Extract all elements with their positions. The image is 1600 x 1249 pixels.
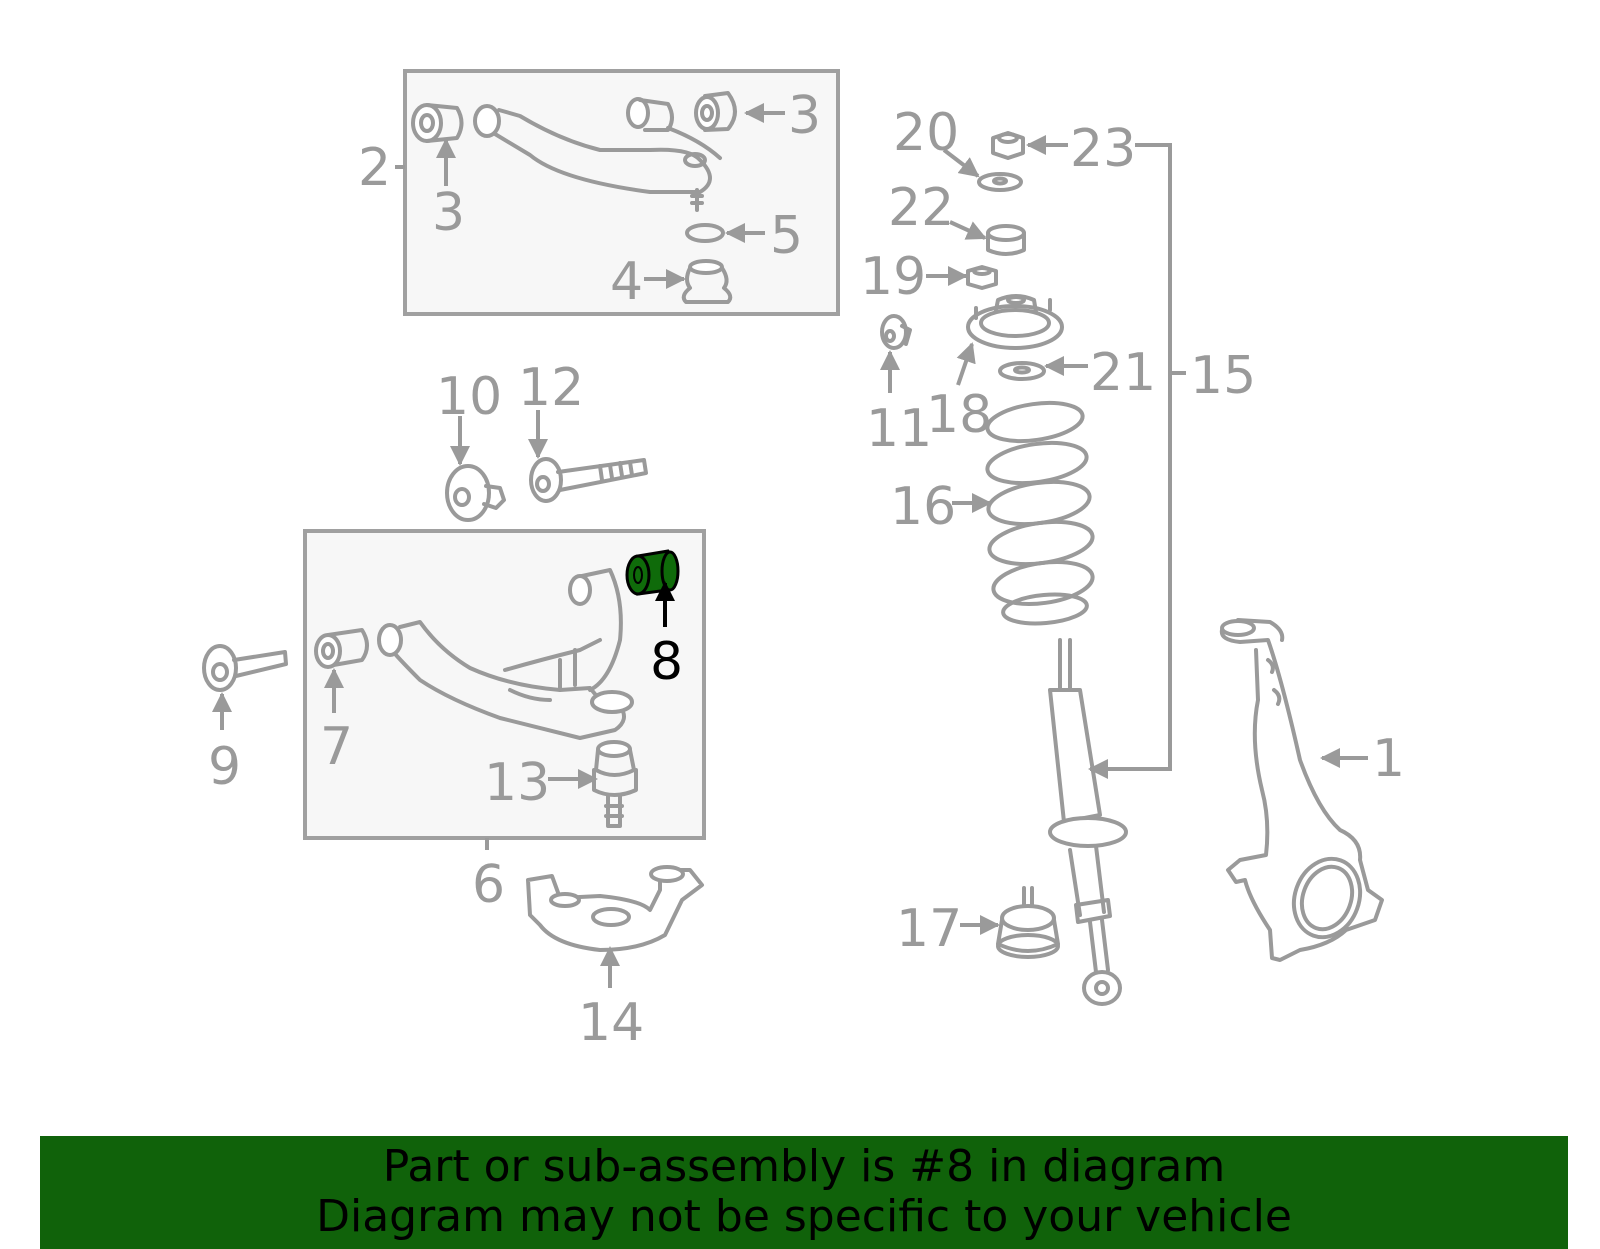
upper-mount-18-drawing	[966, 294, 1064, 350]
bushing-8-highlighted-drawing	[625, 549, 680, 596]
banner-line-2: Diagram may not be specific to your vehi…	[316, 1191, 1292, 1242]
callout-3-right: 3	[788, 86, 821, 146]
bushing-3-right-drawing	[694, 91, 737, 132]
callout-12: 12	[518, 358, 584, 418]
lower-arm-assembly-box	[303, 529, 706, 840]
callout-9: 9	[208, 737, 241, 797]
nut-23-drawing	[991, 131, 1025, 160]
bump-stop-17-drawing	[996, 886, 1060, 959]
callout-18: 18	[926, 385, 992, 445]
callout-7: 7	[320, 717, 353, 777]
callout-11: 11	[866, 399, 932, 459]
callout-15: 15	[1190, 346, 1256, 406]
callout-4: 4	[610, 252, 643, 312]
callout-3-left: 3	[432, 183, 465, 243]
callout-5: 5	[770, 206, 803, 266]
upper-control-arm-drawing	[473, 97, 722, 212]
parts-diagram: 2 3 3 5 4 10 12 8 9 7 13 6 14 20 23 22 1…	[202, 69, 1405, 1053]
callout-23: 23	[1070, 119, 1136, 179]
callout-19: 19	[860, 247, 926, 307]
steering-knuckle-1-drawing	[1219, 618, 1384, 962]
nut-11-drawing	[880, 314, 912, 350]
callout-2: 2	[358, 138, 391, 198]
banner-line-1: Part or sub-assembly is #8 in diagram	[382, 1141, 1226, 1192]
callout-6: 6	[472, 855, 505, 915]
callout-16: 16	[890, 477, 956, 537]
cam-bolt-12-drawing	[529, 457, 648, 503]
washer-21-drawing	[998, 361, 1046, 381]
nut-19-drawing	[966, 265, 998, 290]
bushing-22-drawing	[986, 224, 1026, 256]
callout-13: 13	[484, 753, 550, 813]
shock-absorber-drawing	[1048, 638, 1128, 1006]
leader-lines	[212, 103, 1368, 988]
bolt-9-drawing	[202, 644, 288, 692]
callout-labels: 2 3 3 5 4 10 12 8 9 7 13 6 14 20 23 22 1…	[208, 86, 1405, 1053]
callout-10: 10	[436, 367, 502, 427]
bushing-7-drawing	[314, 628, 369, 669]
callout-17: 17	[896, 899, 962, 959]
callout-8-highlighted: 8	[650, 632, 683, 692]
boot-4-drawing	[681, 259, 733, 304]
bracket-14-drawing	[526, 865, 704, 952]
callout-1: 1	[1372, 729, 1405, 789]
lower-control-arm-drawing	[377, 568, 634, 740]
callout-20: 20	[893, 103, 959, 163]
cam-10-drawing	[445, 464, 506, 522]
info-banner: Part or sub-assembly is #8 in diagram Di…	[40, 1136, 1568, 1249]
washer-20-drawing	[977, 172, 1023, 192]
callout-22: 22	[888, 178, 954, 238]
washer-5-drawing	[685, 223, 725, 243]
bushing-3-left-drawing	[411, 103, 464, 143]
callout-14: 14	[578, 993, 644, 1053]
coil-spring-16-drawing	[985, 400, 1095, 626]
callout-21: 21	[1090, 343, 1156, 403]
